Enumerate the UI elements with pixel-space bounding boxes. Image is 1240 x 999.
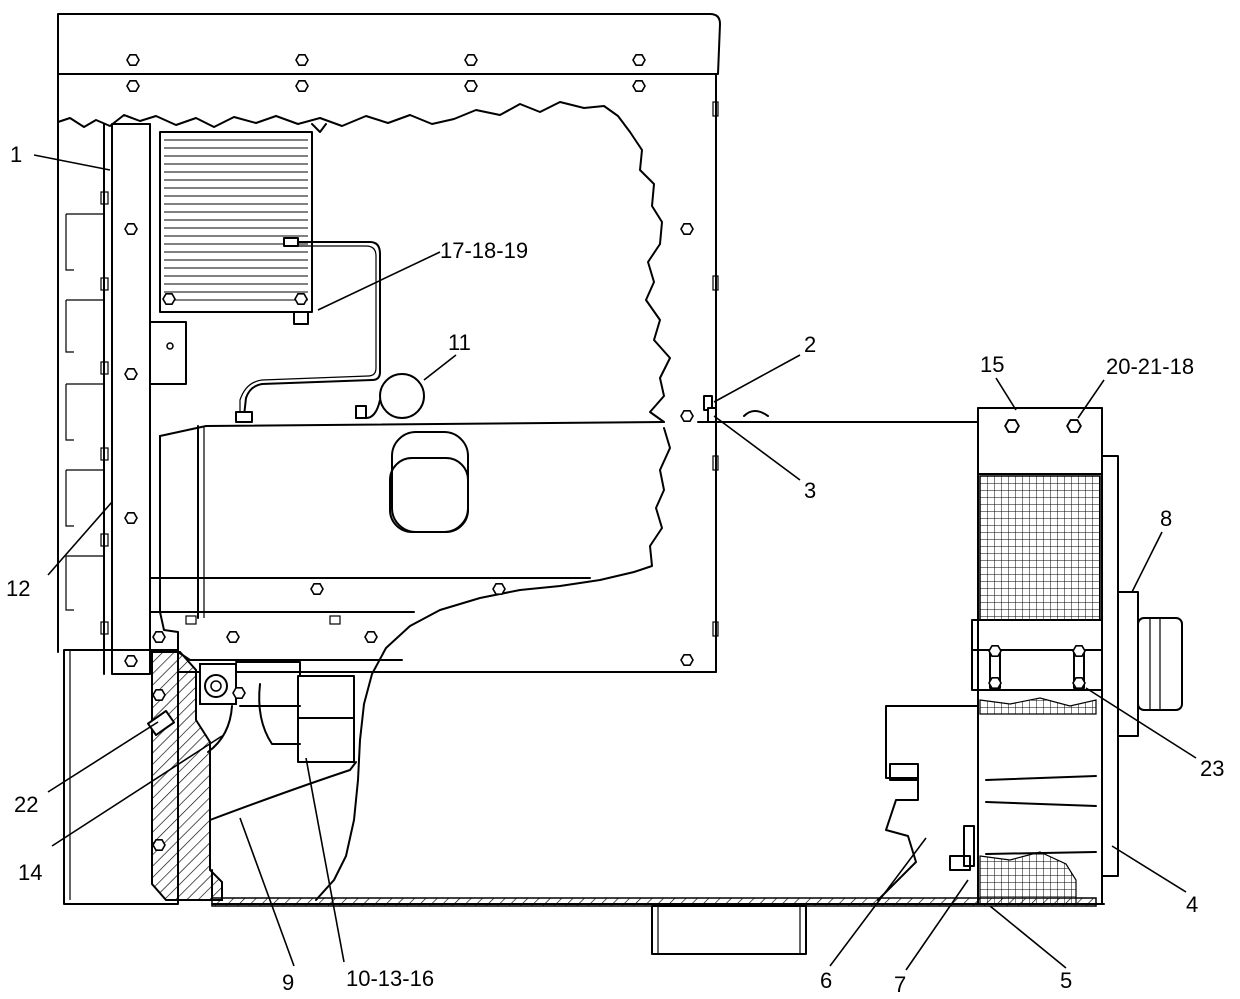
callout-labels: 1 2 3 4 5 6 7 8 9 10-13-16 11 12 14 15 1… [6,142,1224,997]
callout-2: 2 [804,332,816,357]
callout-9: 9 [282,970,294,995]
drive-end-shaft [1101,455,1183,877]
callout-10-13-16: 10-13-16 [346,966,434,991]
right-edge-bolts [680,101,719,667]
callout-14: 14 [18,860,42,885]
callout-23: 23 [1200,756,1224,781]
callout-22: 22 [14,792,38,817]
terminal-stud [703,395,769,423]
callout-3: 3 [804,478,816,503]
callout-15: 15 [980,352,1004,377]
inspection-window [389,431,469,533]
terminal-box-cover [57,13,721,75]
callout-5: 5 [1060,968,1072,993]
sensing-wire-inner [239,245,377,416]
leader-lines [33,154,1197,971]
base-foot [651,905,807,955]
rotor-shaft [207,661,357,901]
callout-1: 1 [10,142,22,167]
end-bracket [63,630,246,905]
mounting-plate [65,123,151,675]
callout-4: 4 [1186,892,1198,917]
exciter-housing [149,421,665,661]
inner-end-cover [877,705,979,901]
voltage-regulator [149,123,327,385]
lifting-eye [355,373,425,419]
sensing-wire [243,241,381,417]
callout-8: 8 [1160,506,1172,531]
callout-20-21-18: 20-21-18 [1106,354,1194,379]
callout-17-18-19: 17-18-19 [440,238,528,263]
fan-guard [949,407,1103,905]
callout-7: 7 [894,972,906,997]
callout-6: 6 [820,968,832,993]
callout-11: 11 [448,330,471,355]
callout-12: 12 [6,576,30,601]
